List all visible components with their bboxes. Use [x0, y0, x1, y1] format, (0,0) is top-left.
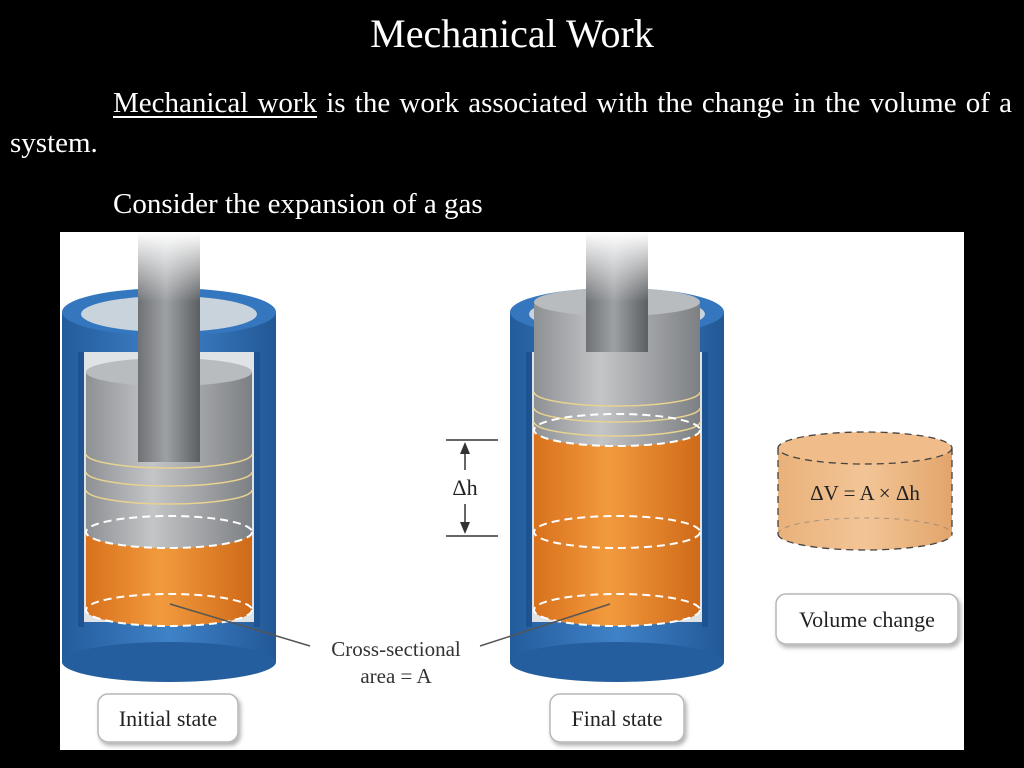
definition-text: is the work associated with the change i… — [10, 87, 1013, 159]
cross-section-label-line1: Cross-sectional — [331, 637, 461, 661]
expansion-paragraph: Consider the expansion of a gas — [113, 188, 483, 220]
initial-state-box: Initial state — [97, 693, 239, 743]
gas-expansion-figure: Δh Cross-sectional area = A ΔV = A × Δh … — [60, 232, 964, 750]
volume-change-cylinder: ΔV = A × Δh — [777, 431, 953, 551]
final-state-label: Final state — [571, 706, 662, 731]
slide-title: Mechanical Work — [370, 11, 654, 56]
final-state-box: Final state — [549, 693, 685, 743]
delta-h-dimension: Δh — [446, 439, 498, 537]
final-cylinder — [510, 232, 724, 682]
volume-change-box: Volume change — [775, 593, 959, 645]
volume-formula: ΔV = A × Δh — [810, 481, 920, 505]
initial-gas — [86, 532, 252, 626]
delta-h-label: Δh — [452, 475, 477, 500]
cross-section-annotation: Cross-sectional area = A — [169, 603, 611, 688]
gas-expansion-diagram: Δh Cross-sectional area = A ΔV = A × Δh … — [62, 232, 959, 743]
final-gas — [534, 430, 700, 626]
definition-paragraph: Mechanical work is the work associated w… — [10, 83, 1012, 163]
cross-section-label-line2: area = A — [360, 664, 432, 688]
volume-change-label: Volume change — [799, 607, 935, 632]
initial-cylinder — [62, 232, 276, 682]
initial-state-label: Initial state — [119, 706, 217, 731]
mechanical-work-term: Mechanical work — [113, 87, 318, 119]
